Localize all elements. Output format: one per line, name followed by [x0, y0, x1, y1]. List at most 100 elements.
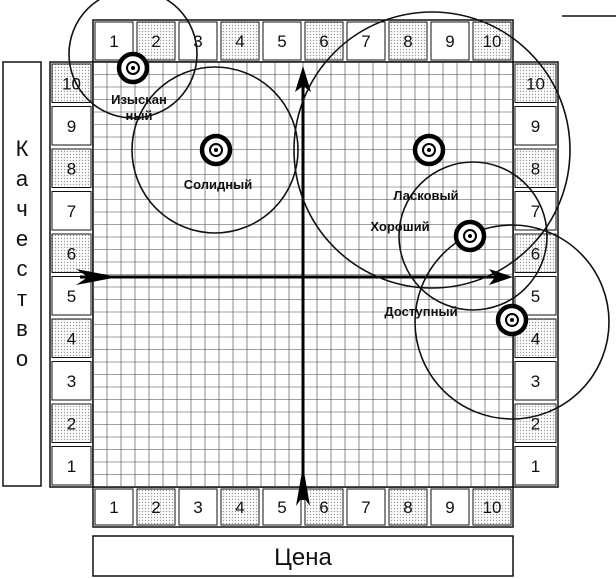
khoroshii-target-icon	[453, 219, 487, 253]
dostupnyi-label: Доступный	[384, 304, 457, 319]
price-title-box	[92, 535, 514, 577]
left-quality-tick-label: 7	[67, 202, 76, 221]
top-price-tick-label: 6	[319, 32, 328, 51]
right-quality-tick-label: 1	[531, 457, 540, 476]
top-price-cell	[346, 21, 386, 61]
left-quality-cell	[51, 191, 92, 231]
right-quality-cell	[514, 63, 557, 103]
bottom-price-tick-label: 3	[193, 498, 202, 517]
left-quality-cell	[51, 446, 92, 486]
bottom-price-tick-label: 10	[483, 498, 502, 517]
quality-title-letter: ч	[16, 196, 27, 221]
quality-title-letter: е	[16, 226, 28, 251]
right-quality-tick-label: 10	[526, 74, 545, 93]
left-quality-cell	[51, 106, 92, 146]
laskovyi-label: Ласковый	[393, 188, 458, 203]
bottom-price-cell	[430, 488, 470, 526]
izyskannyi-label-line1: Изыскан	[111, 92, 167, 107]
left-quality-tick-label: 8	[67, 159, 76, 178]
left-quality-tick-label: 3	[67, 372, 76, 391]
top-price-tick-label: 7	[361, 32, 370, 51]
khoroshii-label: Хороший	[370, 219, 429, 234]
top-price-tick-label: 8	[403, 32, 412, 51]
top-price-tick-label: 9	[445, 32, 454, 51]
right-quality-tick-label: 6	[531, 244, 540, 263]
quality-title-box	[2, 61, 42, 487]
left-quality-tick-label: 9	[67, 117, 76, 136]
top-price-cell	[430, 21, 470, 61]
top-price-cell	[472, 21, 512, 61]
solidnyi-target-icon	[199, 133, 233, 167]
right-quality-tick-label: 9	[531, 117, 540, 136]
top-price-cell	[178, 21, 218, 61]
right-quality-tick-label: 5	[531, 287, 540, 306]
price-axis-title: Цена	[274, 544, 332, 571]
quality-title-letter: в	[16, 316, 28, 341]
bottom-price-cell	[472, 488, 512, 526]
left-quality-tick-label: 10	[62, 74, 81, 93]
dostupnyi-target-icon	[495, 303, 529, 337]
bottom-price-tick-label: 6	[319, 498, 328, 517]
vertical-axis-tail	[296, 466, 310, 506]
quality-title-letter: а	[16, 166, 29, 191]
left-quality-cell	[51, 403, 92, 443]
top-price-cell	[388, 21, 428, 61]
laskovyi-circle	[293, 11, 571, 289]
left-quality-cell	[51, 318, 92, 358]
right-quality-tick-label: 7	[531, 202, 540, 221]
top-price-cell	[220, 21, 260, 61]
bottom-price-tick-label: 8	[403, 498, 412, 517]
top-price-tick-label: 2	[151, 32, 160, 51]
bottom-price-tick-label: 7	[361, 498, 370, 517]
quality-title-letter: К	[16, 136, 29, 161]
right-quality-tick-label: 4	[531, 329, 540, 348]
left-quality-cell	[51, 361, 92, 401]
left-quality-cell	[51, 233, 92, 273]
dostupnyi-circle	[414, 224, 610, 420]
right-quality-cell	[514, 446, 557, 486]
solidnyi-circle	[131, 66, 299, 234]
bottom-price-tick-label: 5	[277, 498, 286, 517]
top-price-tick-label: 5	[277, 32, 286, 51]
quality-title-letter: о	[16, 346, 28, 371]
bottom-price-cell	[178, 488, 218, 526]
bottom-price-cell	[220, 488, 260, 526]
left-quality-cell	[51, 148, 92, 188]
left-quality-tick-label: 5	[67, 287, 76, 306]
laskovyi-target-icon	[412, 133, 446, 167]
solidnyi-label: Солидный	[184, 177, 252, 192]
top-price-tick-label: 4	[235, 32, 244, 51]
top-price-cell	[262, 21, 302, 61]
right-quality-tick-label: 8	[531, 159, 540, 178]
bottom-price-cell	[94, 488, 134, 526]
right-quality-cell	[514, 403, 557, 443]
top-price-tick-label: 10	[483, 32, 502, 51]
bottom-price-cell	[346, 488, 386, 526]
left-quality-tick-label: 1	[67, 457, 76, 476]
bottom-price-tick-label: 9	[445, 498, 454, 517]
bottom-price-cell	[262, 488, 302, 526]
vertical-axis-arrowhead	[295, 66, 311, 92]
top-price-tick-label: 1	[109, 32, 118, 51]
bottom-price-tick-label: 1	[109, 498, 118, 517]
bottom-price-cell	[388, 488, 428, 526]
quality-title-letter: с	[17, 256, 28, 281]
izyskannyi-circle	[68, 0, 198, 119]
left-quality-tick-label: 6	[67, 244, 76, 263]
top-price-cell	[304, 21, 344, 61]
right-quality-tick-label: 3	[531, 372, 540, 391]
bottom-price-tick-label: 4	[235, 498, 244, 517]
izyskannyi-target-icon	[116, 51, 150, 85]
bottom-price-cell	[136, 488, 176, 526]
left-quality-tick-label: 4	[67, 329, 76, 348]
right-quality-cell	[514, 106, 557, 146]
right-quality-cell	[514, 361, 557, 401]
quality-title-letter: т	[17, 286, 27, 311]
left-quality-tick-label: 2	[67, 414, 76, 433]
bottom-price-cell	[304, 488, 344, 526]
bottom-price-tick-label: 2	[151, 498, 160, 517]
right-quality-cell	[514, 318, 557, 358]
khoroshii-circle	[398, 161, 548, 311]
